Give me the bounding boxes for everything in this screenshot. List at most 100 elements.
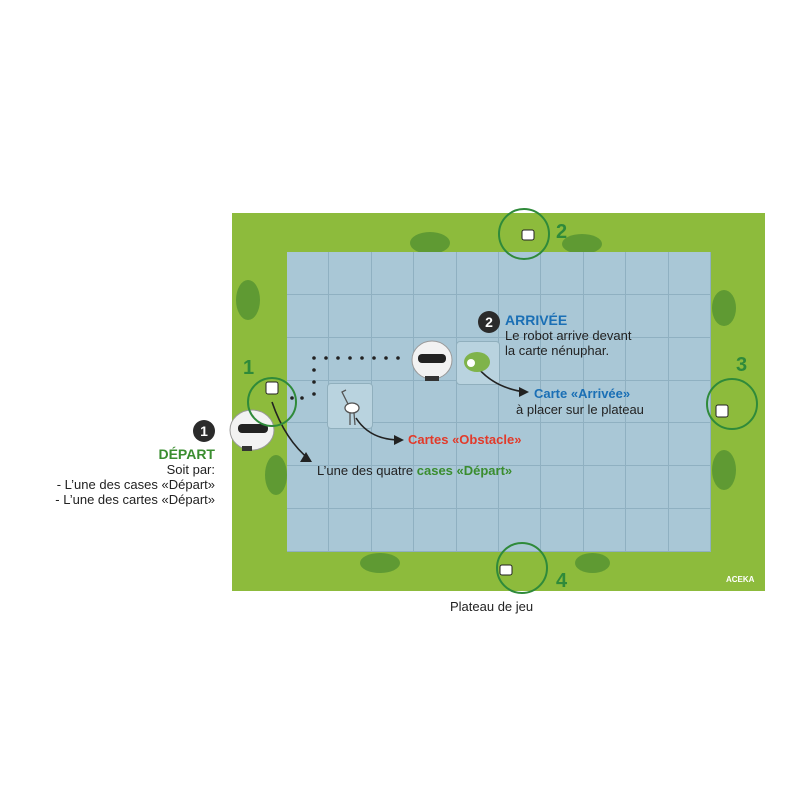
grid-cell [371,423,415,467]
grid-cell [414,294,457,338]
grid-cell [414,423,457,467]
start-line-3: - L’une des cartes «Départ» [55,492,215,507]
grid-cell [287,423,330,467]
grid-cell [626,380,669,424]
arrival-title: ARRIVÉE [505,312,568,328]
grid-cell [329,466,372,510]
robot-icon [411,340,453,381]
grid-cell [583,252,627,295]
arrival-card-line-2: à placer sur le plateau [516,402,644,417]
grid-cell [499,294,542,338]
start-cells-label: L’une des quatre cases «Départ» [317,463,512,479]
grid-cell [626,509,669,552]
grid-cell [541,252,584,295]
grid-cell [541,423,584,467]
grid-cell [668,423,711,467]
grid-cell [583,509,627,552]
start-cells-highlight: cases «Départ» [416,463,513,478]
start-position-circle [496,542,548,594]
lily-pad-icon [464,352,490,372]
grid-cell [499,252,542,295]
grid-cell [583,294,627,338]
start-title: DÉPART [158,446,215,462]
arrival-line-2: la carte nénuphar. [505,343,610,358]
grid-cell [329,294,372,338]
bush-decoration [712,290,736,326]
arrival-badge: 2 [478,311,500,333]
bush-decoration [575,553,610,573]
grid-cell [541,294,584,338]
heron-icon [341,389,360,426]
grid-cell [583,337,627,381]
grid-cell [626,252,669,295]
grid-cell [371,294,415,338]
start-position-circle [498,208,550,260]
grid-cell [499,423,542,467]
start-line-1: Soit par: [166,462,215,477]
grid-cell [583,380,627,424]
grid-cell [456,252,499,295]
start-cells-prefix: L’une des quatre [317,463,417,478]
grid-cell [626,466,669,510]
bush-decoration [562,234,602,254]
grid-cell [414,466,457,510]
grid-cell [287,466,330,510]
arrival-line-1: Le robot arrive devant [505,328,632,343]
start-position-circle [247,377,297,427]
grid-cell [541,509,584,552]
grid-cell [499,337,542,381]
bush-decoration [712,450,736,490]
grid-cell [371,466,415,510]
grid-cell [583,423,627,467]
position-number-3: 3 [736,354,748,376]
arrival-card-title: Carte «Arrivée» [534,386,631,401]
grid-cell [414,252,457,295]
grid-cell [287,294,330,338]
grid-cell [414,380,457,424]
grid-cell [287,252,330,295]
grid-cell [371,380,415,424]
grid-cell [668,337,711,381]
grid-cell [456,466,499,510]
grid-cell [329,509,372,552]
grid-cell [668,294,711,338]
bush-decoration [410,232,450,254]
grid-cell [626,294,669,338]
brand-logo: ACEKA [726,575,755,584]
start-badge: 1 [193,420,215,442]
position-number-4: 4 [556,570,568,592]
bush-decoration [236,280,260,320]
grid-cell [499,466,542,510]
grid-cell [626,423,669,467]
grid-cell [499,380,542,424]
grid-cell [541,380,584,424]
arrival-card [456,341,500,385]
position-number-1: 1 [243,357,255,379]
grid-cell [414,509,457,552]
grid-cell [668,509,711,552]
grid-cell [329,252,372,295]
grid-cell [668,252,711,295]
grid-cell [287,509,330,552]
position-number-2: 2 [556,221,568,243]
grid-cell [329,423,372,467]
grid-cell [456,380,499,424]
grid-cell [456,509,499,552]
grid-cell [541,337,584,381]
grid-cell [329,337,372,381]
grid-cell [456,423,499,467]
obstacle-label: Cartes «Obstacle» [408,432,522,447]
grid-cell [668,466,711,510]
bush-decoration [360,553,400,573]
grid-cell [626,337,669,381]
grid-cell [541,466,584,510]
robot-path [290,356,400,400]
grid-cell [287,337,330,381]
grid-cell [371,252,415,295]
start-position-circle [706,378,758,430]
grid-cell [371,509,415,552]
start-line-2: - L’une des cases «Départ» [56,477,215,492]
board-caption: Plateau de jeu [450,599,534,614]
grid-cell [583,466,627,510]
